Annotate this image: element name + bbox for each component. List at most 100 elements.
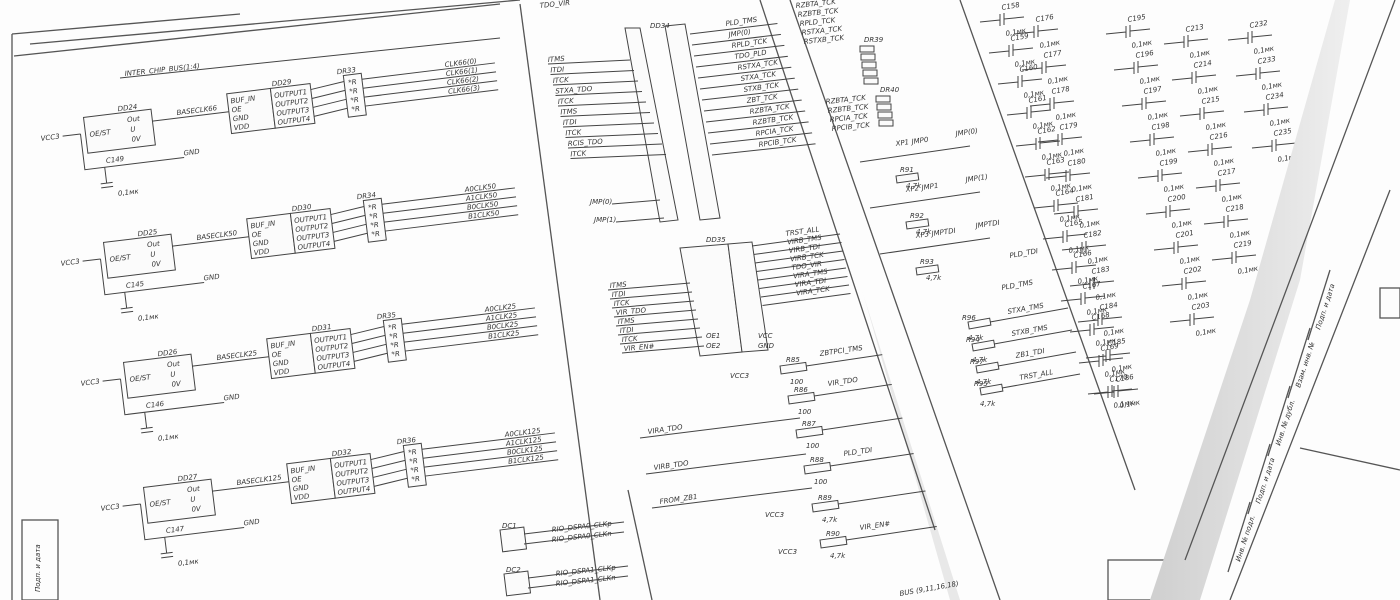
capacitor-symbol	[1243, 103, 1289, 116]
wire	[689, 21, 791, 35]
wire	[753, 242, 842, 255]
buffer-in-pin: GND	[252, 238, 270, 248]
capacitor-ref: C160	[1019, 63, 1039, 74]
resistor-pack-ref: DR35	[376, 311, 397, 321]
capacitor-symbol	[1051, 261, 1097, 274]
resistor	[860, 53, 876, 61]
dd34-left-net: ITCK	[558, 97, 576, 106]
buffer-ref: DD32	[331, 448, 352, 458]
clock-output-net: A0CLK25	[483, 302, 517, 314]
capacitor-value: 0,1мк	[1269, 116, 1291, 128]
capacitor-value: 0,1мк	[1071, 182, 1093, 194]
capacitor-ref: C169	[1100, 342, 1120, 353]
wire	[372, 450, 558, 478]
gnd-label: GND	[183, 148, 201, 158]
resistor-pack-ref: DR33	[336, 66, 356, 76]
resistor-mark: *R	[408, 448, 417, 457]
resistor-mark: *R	[371, 230, 380, 239]
wire	[570, 154, 667, 159]
wire	[705, 109, 815, 123]
dd34-label: DD34	[650, 22, 670, 30]
capacitor-symbol	[1137, 169, 1183, 182]
wire	[102, 378, 225, 416]
stamp-label: Подп. и дата	[34, 544, 42, 592]
osc-pin: 0V	[191, 505, 202, 514]
capacitor-value: 0,1мк	[1059, 212, 1081, 224]
buffer-out-pin: OUTPUT3	[336, 476, 370, 488]
oscillator-chip	[102, 233, 176, 279]
wire	[859, 145, 971, 163]
gnd-label: GND	[203, 273, 221, 283]
resistor	[905, 218, 930, 230]
buffer-out-pin: OUTPUT1	[274, 88, 308, 100]
capacitor-symbol	[1037, 133, 1083, 146]
wire	[523, 521, 625, 545]
capacitor-value: 0,1мк	[178, 557, 200, 568]
capacitor-value: 0,1мк	[1111, 362, 1133, 374]
buffer-in-pin: VDD	[273, 367, 290, 377]
resistor-mark: *R	[349, 87, 358, 96]
capacitor-ref: C181	[1075, 193, 1094, 204]
resistor-ref: R97	[970, 358, 984, 366]
buffer-in-pin: VDD	[293, 492, 310, 502]
oe-pin: GND	[758, 342, 775, 350]
wire	[212, 481, 289, 492]
capacitor-ref: C162	[1037, 125, 1057, 136]
wire	[352, 325, 538, 353]
resistor-mark: *R	[351, 105, 360, 114]
wire	[609, 291, 693, 300]
resistor-pack-ref: DR34	[356, 191, 376, 201]
wire	[707, 120, 818, 134]
oscillator-chip	[122, 353, 196, 399]
top-net: TDO_VIR	[539, 0, 570, 10]
wire	[869, 191, 981, 209]
capacitor-ref: C168	[1091, 311, 1111, 322]
osc-pin: 0V	[171, 380, 182, 389]
wire	[172, 236, 249, 247]
capacitor-ref: C163	[1046, 156, 1065, 167]
oe-pin: OE2	[706, 342, 721, 350]
capacitor-value: 0,1мк	[1229, 228, 1251, 240]
wire	[754, 250, 844, 264]
capacitor-ref: C198	[1151, 121, 1171, 132]
resistor	[863, 77, 879, 85]
capacitor-value: 0,1мк	[1103, 326, 1125, 338]
vcc-label: VCC3	[60, 258, 80, 268]
buffer-in-pin: BUF_IN	[250, 219, 276, 230]
capacitor-value: 0,1мк	[1079, 218, 1101, 230]
capacitor-value: 0,1мк	[1023, 88, 1045, 100]
capacitor-ref: C178	[1051, 85, 1071, 96]
resistor	[859, 45, 875, 53]
capacitor-ref: C164	[1055, 187, 1074, 198]
resistor-pack	[382, 317, 407, 363]
dd34-left-net: STXA_TDO	[555, 85, 593, 96]
wire	[560, 112, 651, 117]
resistor-value: 4,7k	[968, 334, 984, 342]
capacitor-value: 0,1мк	[1087, 254, 1109, 266]
resistor	[875, 95, 891, 103]
oe-pin: VCC	[758, 332, 773, 340]
resistor-value: 100	[790, 378, 804, 386]
wire	[351, 316, 537, 344]
dc-ref: DC2	[506, 566, 521, 574]
resistor-value: 4,7k	[822, 516, 838, 524]
buffer-in-pin: GND	[272, 358, 290, 368]
buffer-ref: DD30	[291, 203, 312, 213]
resistor-ref: R92	[910, 212, 924, 220]
wire	[547, 59, 631, 65]
buffer-chip-out	[329, 453, 376, 499]
capacitor-symbol	[979, 13, 1025, 26]
capacitor-value: 0,1мк	[1077, 274, 1099, 286]
resistor-ref: R91	[900, 166, 914, 174]
capacitor-ref: C216	[1209, 131, 1229, 142]
osc-pin: OE/ST	[129, 373, 152, 384]
resistor-pack	[362, 197, 387, 243]
wire	[370, 432, 555, 461]
capacitor-value: 0,1мк	[1221, 192, 1243, 204]
capacitor-value: 0,1мк	[1041, 150, 1063, 162]
capacitor-ref: C217	[1217, 167, 1237, 178]
clock-output-net: CLK66(3)	[448, 84, 481, 96]
